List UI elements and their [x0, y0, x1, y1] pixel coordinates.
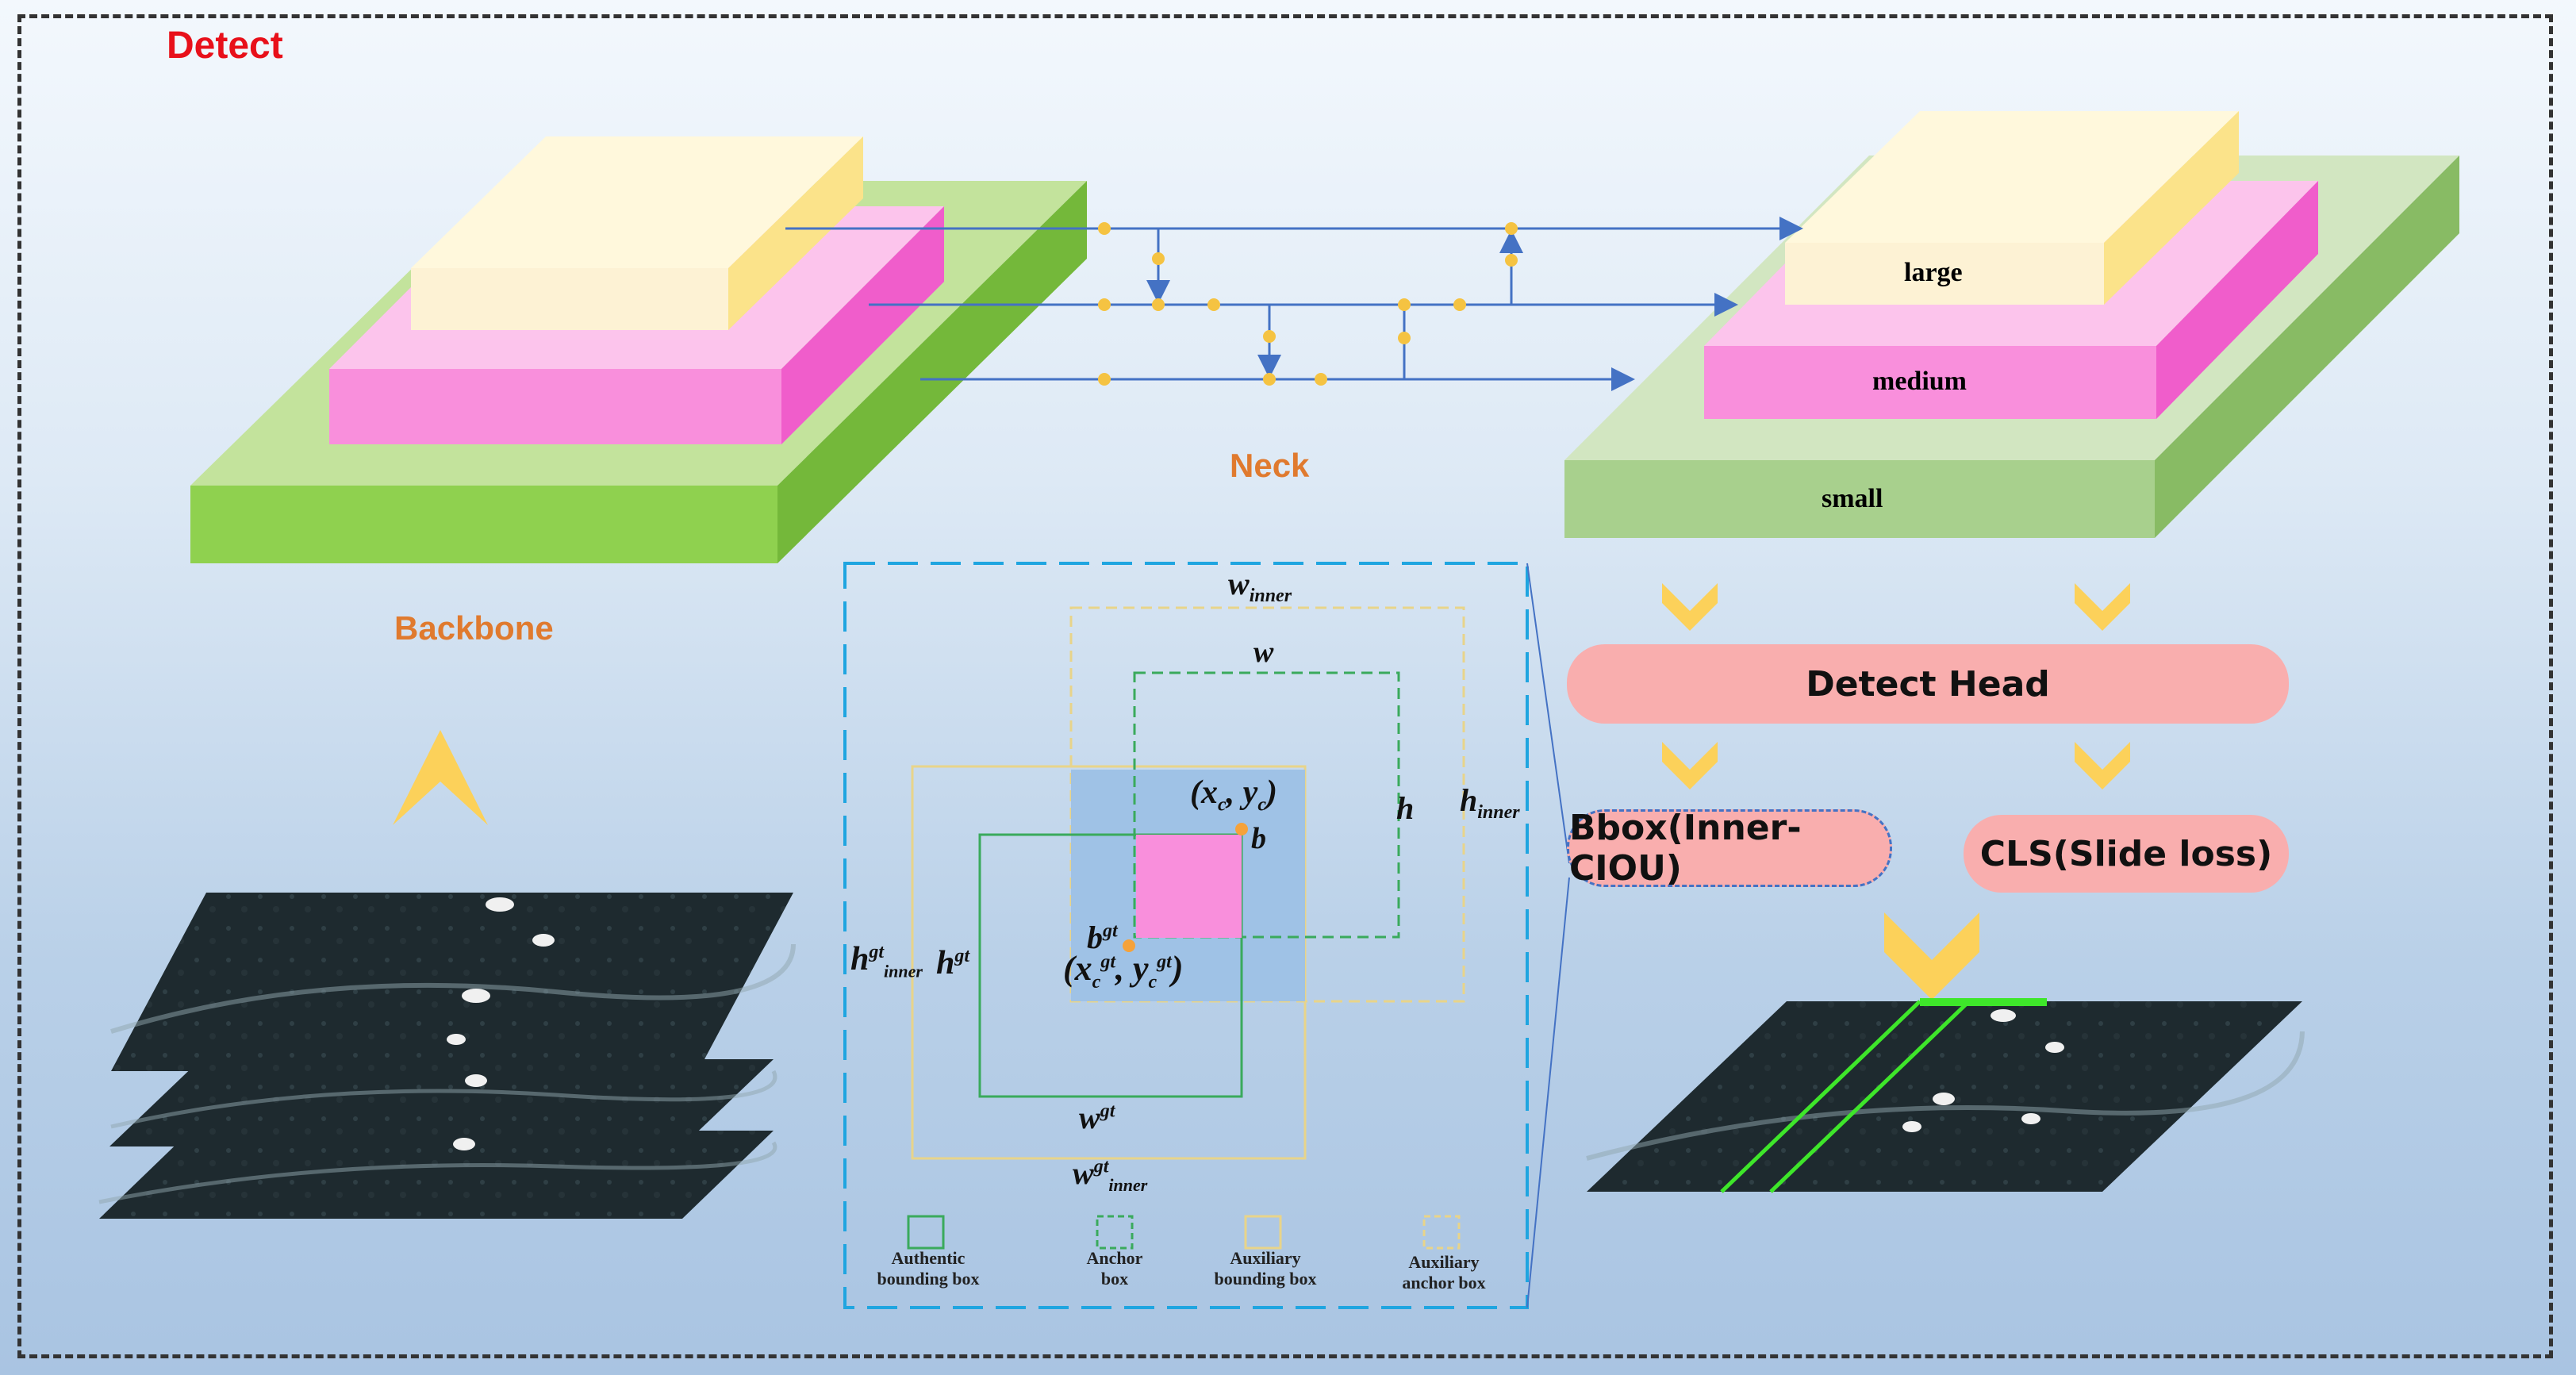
- chevron-down-icon: [1662, 742, 1718, 789]
- backbone-block-stack: [190, 136, 1087, 563]
- detect-title: Detect: [167, 25, 283, 67]
- chevron-down-icons: [1662, 583, 2130, 1000]
- anchor-center-label: (xc, yc): [1190, 774, 1277, 816]
- medium-label: medium: [1872, 367, 1967, 396]
- b-gt-label: bgt: [1087, 920, 1118, 955]
- chevron-down-icon: [1884, 912, 1979, 1000]
- w-inner-label: winner: [1228, 566, 1292, 606]
- inner-iou-panel: [843, 562, 1570, 1309]
- w-gt-inner-label: wgtinner: [1073, 1155, 1148, 1195]
- large-label: large: [1904, 258, 1963, 287]
- b-label: b: [1251, 822, 1266, 855]
- neck-connections: [785, 217, 1803, 391]
- chevron-down-icon: [1662, 583, 1718, 631]
- chevron-up-icon: [393, 730, 488, 825]
- w-label: w: [1253, 636, 1274, 669]
- outer-dashed-frame: [17, 14, 2553, 1358]
- h-gt-label: hgt: [936, 945, 970, 981]
- h-label: h: [1396, 790, 1415, 826]
- output-block-stack: [1564, 111, 2459, 538]
- small-label: small: [1822, 484, 1883, 513]
- h-gt-inner-label: hgtinner: [850, 941, 923, 981]
- neck-nodes: [1098, 222, 1518, 386]
- chevron-down-icon: [2075, 742, 2130, 789]
- h-inner-label: hinner: [1460, 782, 1520, 823]
- cls-loss-box: CLS(Slide loss): [1964, 815, 2289, 893]
- backbone-label: Backbone: [394, 609, 554, 647]
- bbox-loss-box: Bbox(Inner-CIOU): [1567, 808, 1892, 889]
- detect-head-box: Detect Head: [1567, 644, 2289, 724]
- gt-center-label: (xcgt, ycgt): [1063, 949, 1184, 993]
- chevron-down-icon: [2075, 583, 2130, 631]
- detect-head-label: Detect Head: [1806, 663, 2050, 705]
- bbox-loss-label: Bbox(Inner-CIOU): [1569, 808, 1802, 889]
- legend-swatches: [907, 1215, 1461, 1250]
- neck-label: Neck: [1230, 447, 1310, 484]
- w-gt-label: wgt: [1079, 1100, 1115, 1135]
- output-image: [1586, 998, 2305, 1193]
- input-image-stack: [98, 893, 796, 1219]
- cls-loss-label: CLS(Slide loss): [1979, 833, 2273, 874]
